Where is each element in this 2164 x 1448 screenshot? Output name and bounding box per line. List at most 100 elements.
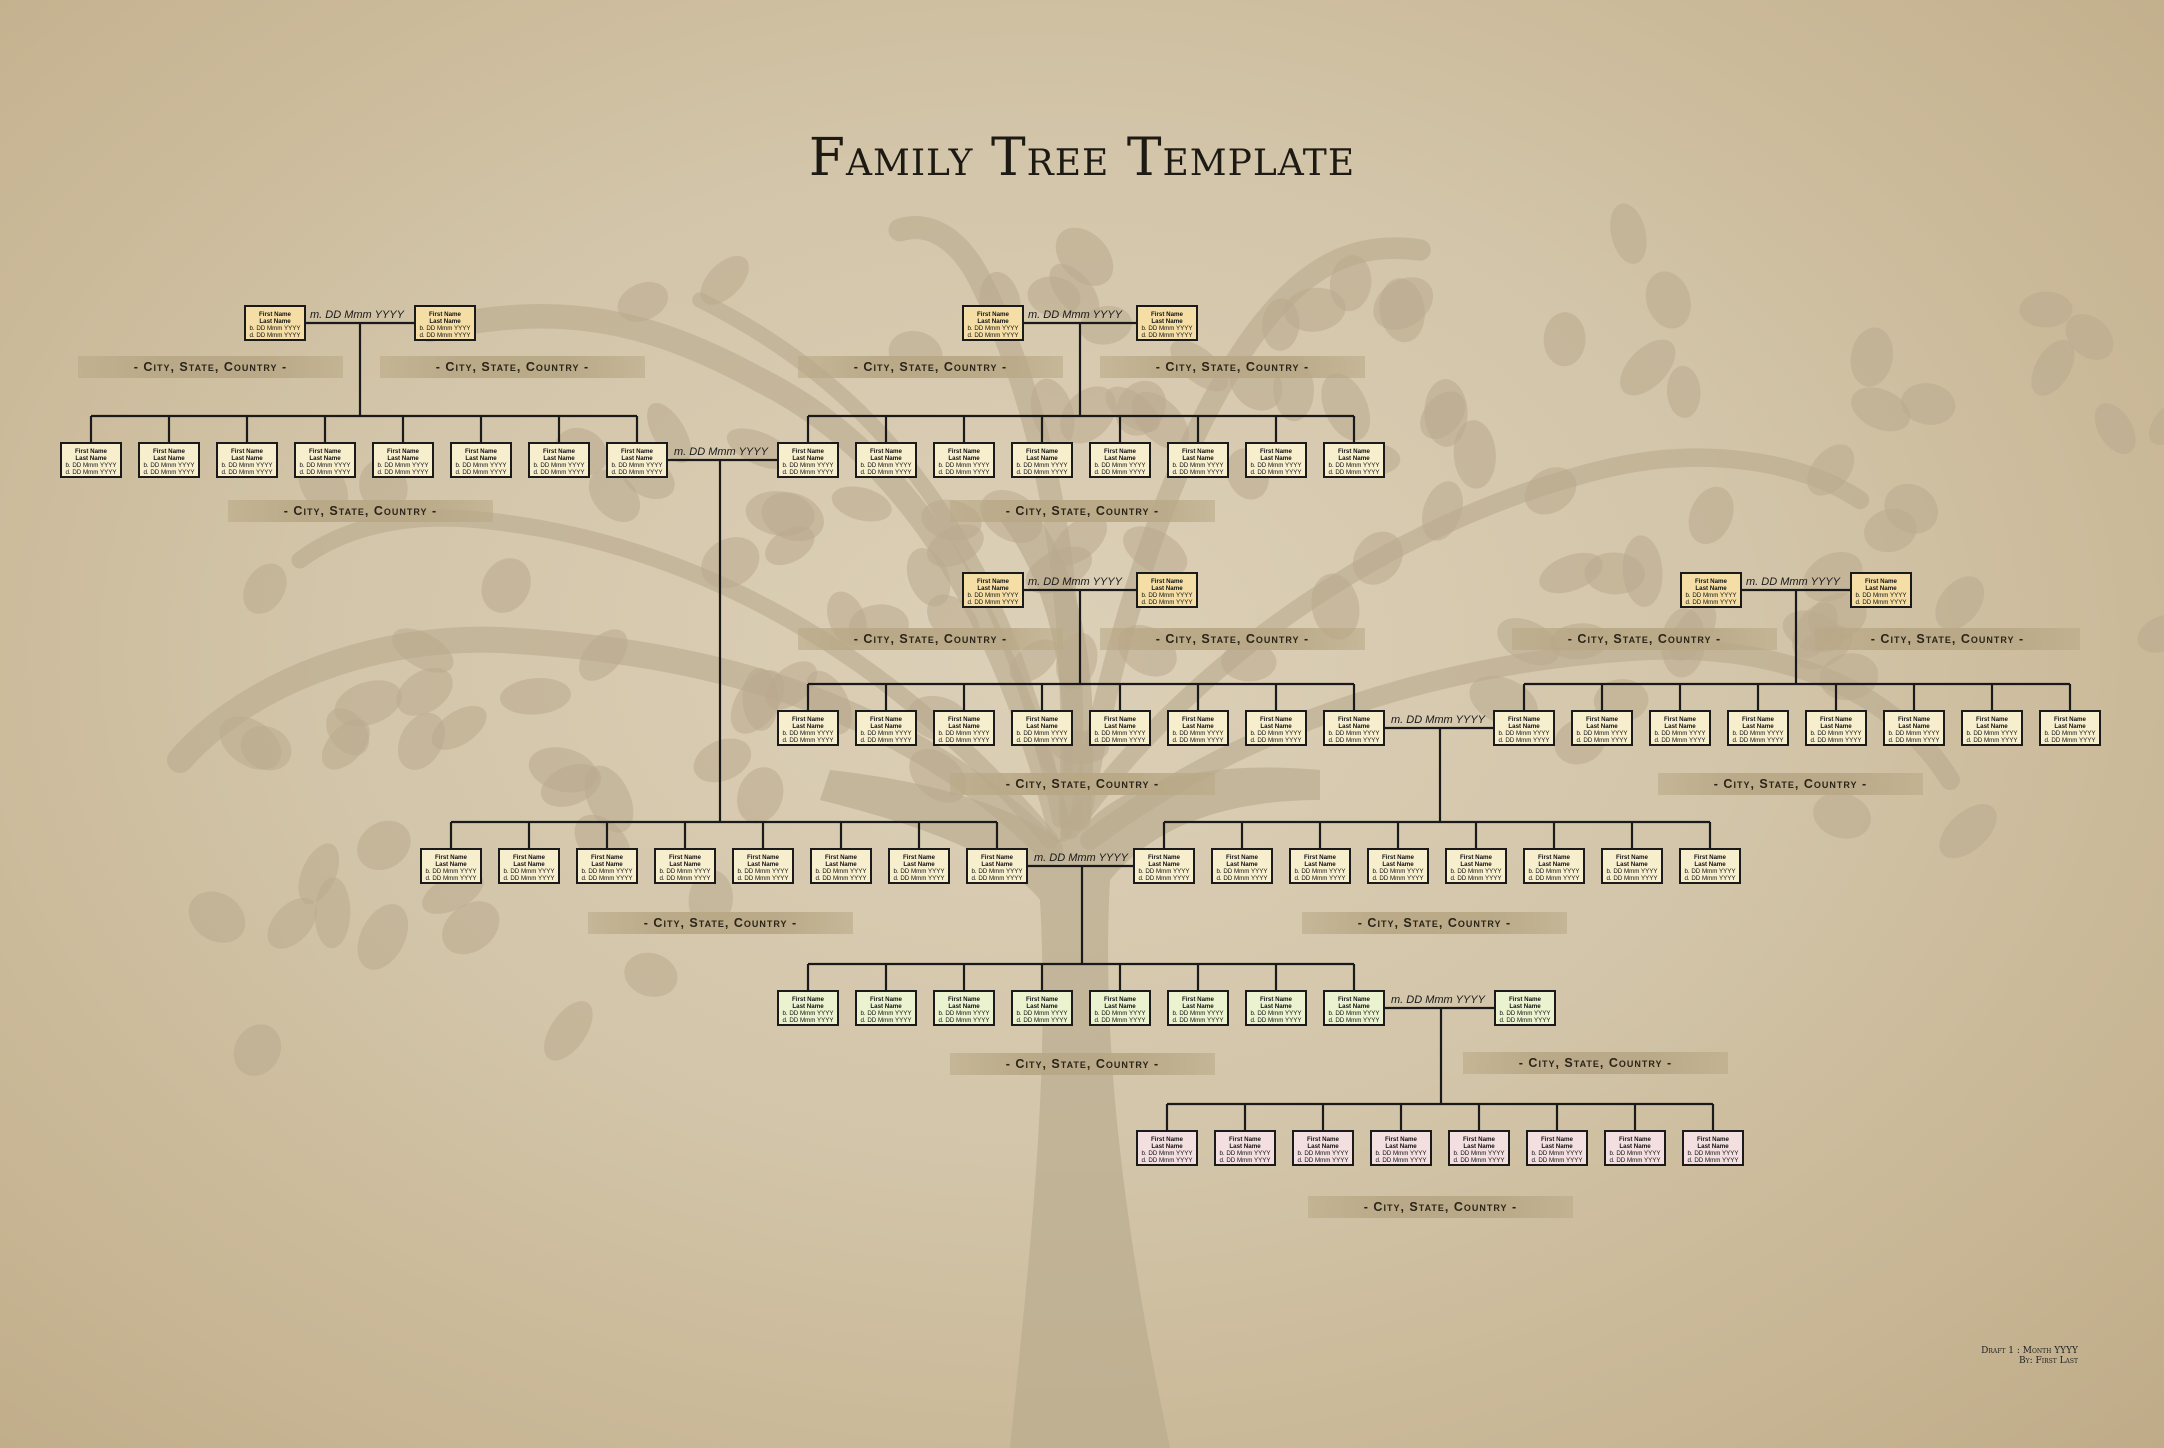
person-born: b. DD Mmm YYYY bbox=[1219, 1150, 1271, 1157]
person-last: Last Name bbox=[870, 1003, 902, 1010]
person-born: b. DD Mmm YYYY bbox=[1328, 462, 1380, 469]
person-born: b. DD Mmm YYYY bbox=[299, 462, 351, 469]
person-first: First Name bbox=[1182, 996, 1214, 1003]
leaf-shape bbox=[1060, 386, 1117, 444]
person-born: b. DD Mmm YYYY bbox=[1016, 730, 1068, 737]
person-first: First Name bbox=[1508, 716, 1540, 723]
person-born: b. DD Mmm YYYY bbox=[503, 868, 555, 875]
branch-shape bbox=[1080, 639, 1960, 850]
person-first: First Name bbox=[1697, 1136, 1729, 1143]
person-born: b. DD Mmm YYYY bbox=[221, 462, 273, 469]
person-died: d. DD Mmm YYYY bbox=[782, 469, 834, 476]
person-died: d. DD Mmm YYYY bbox=[938, 1017, 990, 1024]
person-died: d. DD Mmm YYYY bbox=[1531, 1157, 1583, 1164]
person-born: b. DD Mmm YYYY bbox=[938, 462, 990, 469]
person-born: b. DD Mmm YYYY bbox=[1609, 1150, 1661, 1157]
leaf-shape bbox=[1056, 632, 1098, 690]
leaf-shape bbox=[1221, 642, 1277, 682]
person-first: First Name bbox=[669, 854, 701, 861]
person-first: First Name bbox=[1742, 716, 1774, 723]
person-died: d. DD Mmm YYYY bbox=[938, 469, 990, 476]
person-first: First Name bbox=[903, 854, 935, 861]
person-died: d. DD Mmm YYYY bbox=[1250, 1017, 1302, 1024]
person-last: Last Name bbox=[1338, 723, 1370, 730]
person-last: Last Name bbox=[1026, 723, 1058, 730]
